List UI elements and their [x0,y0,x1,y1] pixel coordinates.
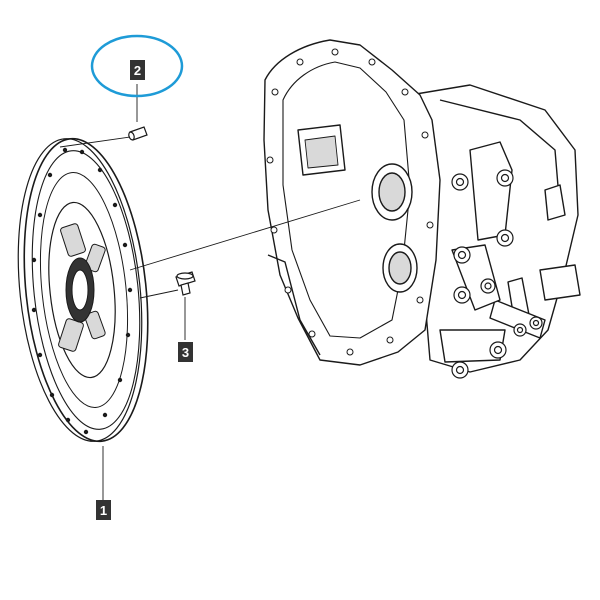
bolt [175,271,196,296]
disc-assembly-line [129,199,361,271]
pin-assembly-line [59,136,131,148]
callout-3-label: 3 [182,345,189,360]
housing-flange-holes [266,48,434,356]
callout-1-box [96,500,111,520]
callout-3-box [178,342,193,362]
callout-2-label: 2 [134,63,141,78]
clutch-disc-rivets [31,147,133,435]
clutch-disc [17,137,149,443]
highlight-ring [90,34,184,98]
bolt-assembly-line [139,289,179,299]
callout-1[interactable]: 1 [96,500,111,520]
callout-2[interactable]: 2 [130,60,145,80]
callout-2-box [130,60,145,80]
assembly-lines [59,84,361,500]
callout-1-label: 1 [100,503,107,518]
callout-3[interactable]: 3 [178,342,193,362]
gearbox-mounting-bosses [451,169,543,379]
dowel-pin [128,126,148,141]
